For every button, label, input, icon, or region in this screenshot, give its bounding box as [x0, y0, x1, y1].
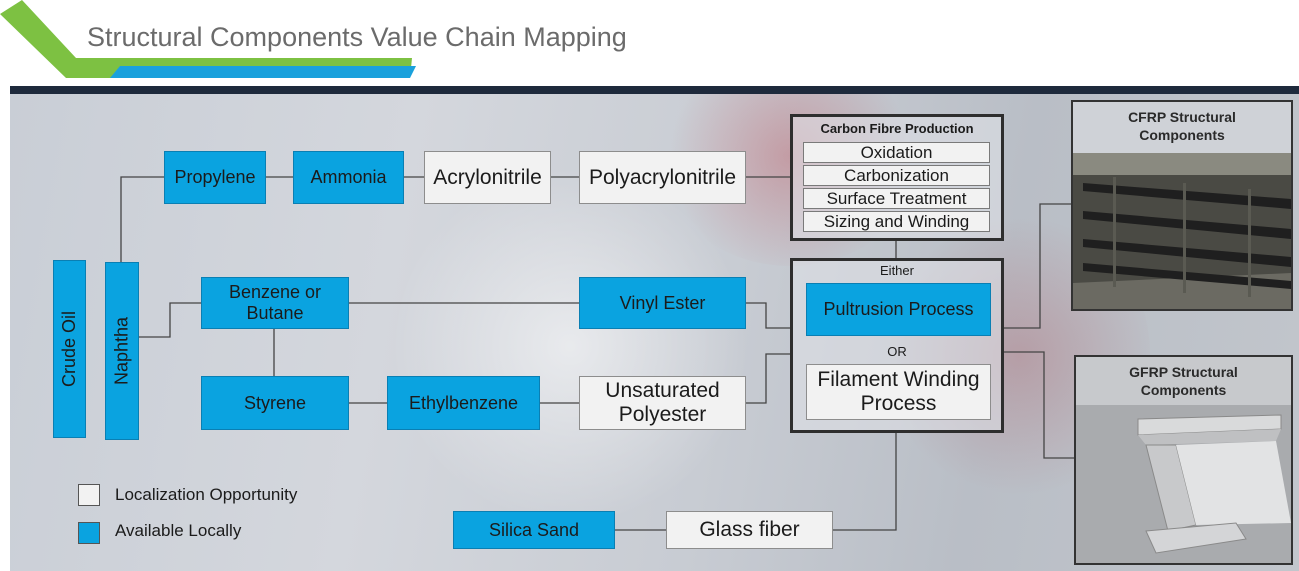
or-label: OR	[887, 344, 907, 359]
legend-swatch-localization	[78, 484, 100, 506]
cf-step-oxidation: Oxidation	[803, 142, 990, 163]
cf-step-carbonization: Carbonization	[803, 165, 990, 186]
node-filament-winding-process: Filament Winding Process	[806, 364, 991, 420]
cf-step-sizing-and-winding: Sizing and Winding	[803, 211, 990, 232]
cfrp-components-title: CFRP Structural Components	[1128, 109, 1236, 143]
legend-swatch-available	[78, 522, 100, 544]
node-naphtha: Naphtha	[105, 262, 139, 440]
node-vinyl-ester: Vinyl Ester	[579, 277, 746, 329]
gfrp-ibeam-image	[1076, 405, 1291, 563]
node-unsaturated-polyester: Unsaturated Polyester	[579, 376, 746, 430]
cf-step-surface-treatment: Surface Treatment	[803, 188, 990, 209]
header-accent	[0, 0, 416, 78]
background-top-band	[10, 86, 1299, 94]
node-ammonia: Ammonia	[293, 151, 404, 204]
gfrp-components-card: GFRP Structural Components	[1074, 355, 1293, 565]
cfrp-components-card: CFRP Structural Components	[1071, 100, 1293, 311]
cfrp-warehouse-image	[1073, 153, 1291, 309]
node-crude-oil: Crude Oil	[53, 260, 86, 438]
node-acrylonitrile: Acrylonitrile	[424, 151, 551, 204]
node-styrene: Styrene	[201, 376, 349, 430]
legend-localization-label: Localization Opportunity	[115, 485, 298, 504]
node-benzene-or-butane: Benzene or Butane	[201, 277, 349, 329]
either-label: Either	[880, 263, 914, 278]
carbon-fibre-production-title: Carbon Fibre Production	[820, 121, 974, 136]
node-ethylbenzene: Ethylbenzene	[387, 376, 540, 430]
page-title: Structural Components Value Chain Mappin…	[87, 22, 627, 52]
node-silica-sand: Silica Sand	[453, 511, 615, 549]
node-propylene: Propylene	[164, 151, 266, 204]
legend-available-label: Available Locally	[115, 521, 242, 540]
gfrp-components-title: GFRP Structural Components	[1129, 364, 1238, 398]
node-glass-fiber: Glass fiber	[666, 511, 833, 549]
node-pultrusion-process: Pultrusion Process	[806, 283, 991, 336]
node-polyacrylonitrile: Polyacrylonitrile	[579, 151, 746, 204]
